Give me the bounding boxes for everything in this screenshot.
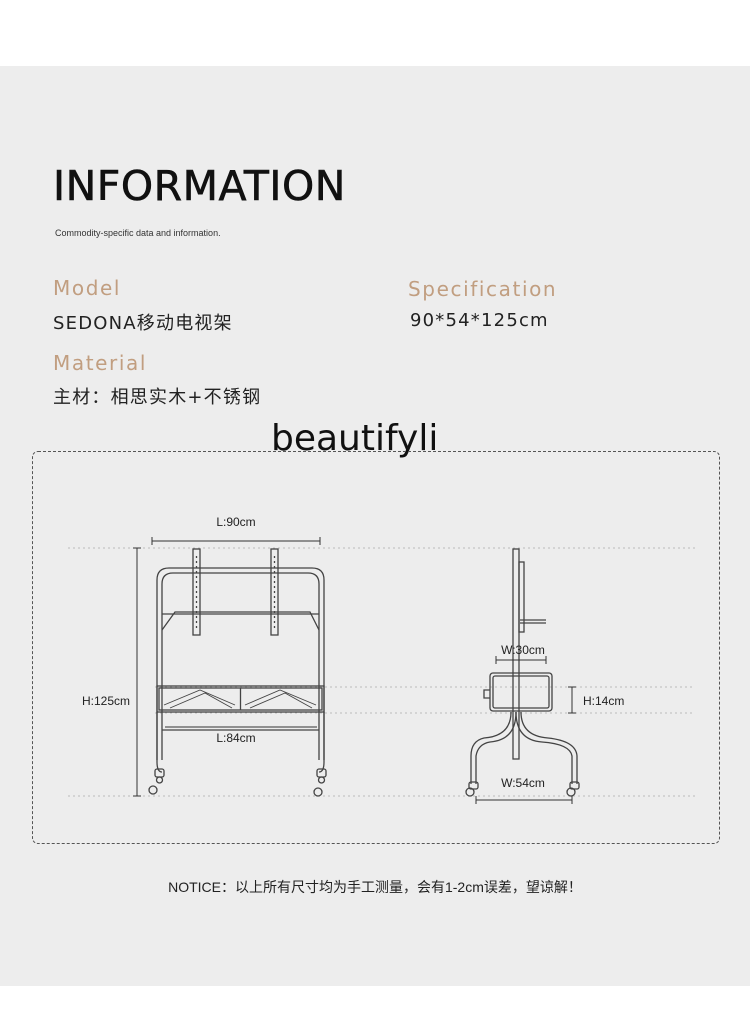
side-shelf-width-label: W:30cm: [501, 643, 545, 657]
front-width-top-label: L:90cm: [216, 515, 255, 529]
content-panel: [0, 66, 750, 986]
side-view-stand: [465, 548, 580, 797]
front-view-stand: [148, 548, 327, 797]
page-title: INFORMATION: [53, 162, 346, 210]
side-base-width-label: W:54cm: [501, 776, 545, 790]
front-width-bottom-label: L:84cm: [216, 731, 255, 745]
front-height-label: H:125cm: [82, 694, 130, 708]
dimension-diagram-frame: [32, 451, 720, 844]
reference-lines: [68, 547, 695, 797]
specification-value: 90*54*125cm: [410, 310, 549, 331]
material-value: 主材：相思实木+不锈钢: [53, 387, 262, 408]
model-value: SEDONA移动电视架: [53, 313, 233, 334]
side-dimension-lines: [475, 656, 576, 804]
model-label: Model: [53, 276, 122, 300]
notice-text: NOTICE：以上所有尺寸均为手工测量，会有1-2cm误差，望谅解！: [168, 879, 582, 895]
material-label: Material: [53, 351, 148, 375]
watermark-text: beautifyli: [271, 418, 439, 459]
specification-label: Specification: [408, 277, 558, 301]
page-subtitle: Commodity-specific data and information.: [55, 228, 221, 238]
side-drawer-height-label: H:14cm: [583, 694, 624, 708]
front-dimension-lines: [133, 537, 321, 797]
